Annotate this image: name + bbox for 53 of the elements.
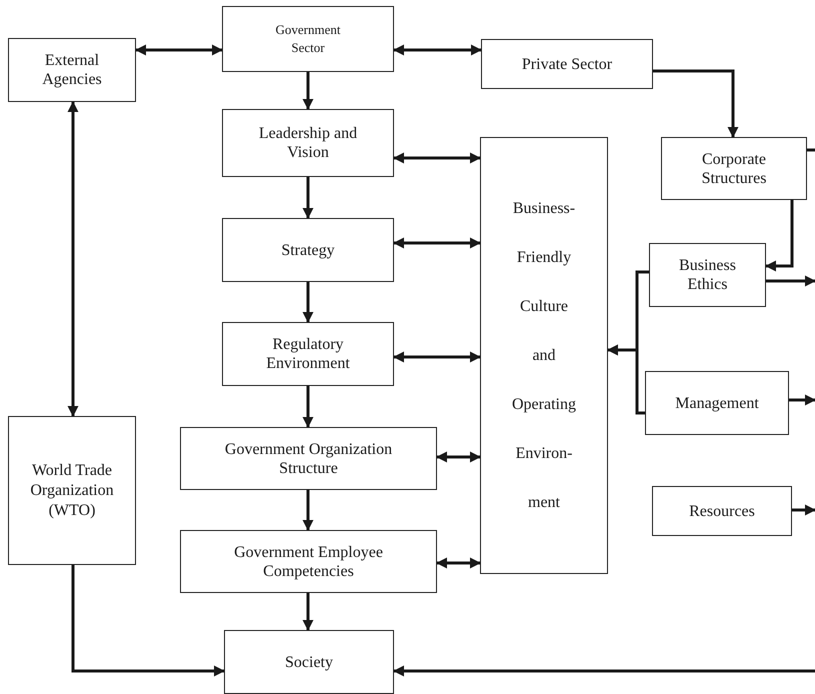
box-label: Regulatory Environment [265, 335, 351, 373]
arrow [302, 282, 314, 323]
arrow [393, 238, 481, 248]
box-label: Resources [688, 502, 756, 520]
process-box [480, 137, 608, 574]
box-label: Management [674, 394, 760, 412]
process-box [8, 38, 136, 102]
arrow [765, 200, 794, 272]
process-box [481, 39, 653, 89]
box-label: Corporate Structures [700, 150, 768, 188]
box-label: Government Organization Structure [224, 440, 394, 478]
arrow [607, 344, 645, 414]
arrow [302, 490, 314, 531]
box-label: Strategy [280, 240, 336, 260]
process-box [222, 6, 394, 72]
process-box [645, 371, 789, 435]
connector-line [807, 148, 815, 152]
process-box [649, 243, 766, 307]
arrow [302, 386, 314, 428]
arrow [766, 276, 815, 286]
arrow [792, 504, 815, 516]
box-label: Business- Friendly Culture and Operating Environ- ment [511, 199, 577, 513]
box-label: Society [284, 652, 334, 672]
arrow [393, 352, 481, 362]
arrow [653, 70, 738, 138]
arrow [436, 452, 481, 462]
box-label: Government Employee Competencies [233, 542, 384, 580]
process-box [222, 218, 394, 282]
arrow [436, 558, 481, 568]
process-box [222, 322, 394, 386]
arrow [393, 666, 815, 676]
box-label: Government Sector [274, 21, 342, 57]
process-box [180, 530, 437, 593]
process-box [652, 486, 792, 536]
process-box [8, 416, 136, 565]
arrow [135, 44, 223, 56]
arrow [68, 101, 78, 417]
process-box [224, 630, 394, 694]
box-label: Private Sector [520, 54, 614, 74]
arrow [72, 565, 225, 676]
arrow [302, 593, 314, 631]
arrow [302, 72, 314, 110]
box-label: Business Ethics [678, 256, 737, 294]
process-box [180, 427, 437, 490]
box-label: World Trade Organization (WTO) [29, 460, 115, 520]
process-box [222, 109, 394, 177]
arrow [393, 152, 481, 164]
box-label: Leadership and Vision [258, 124, 358, 162]
process-box [661, 137, 807, 200]
arrow [302, 177, 314, 219]
arrow [789, 394, 815, 406]
box-label: External Agencies [41, 51, 103, 89]
arrow [393, 44, 482, 56]
